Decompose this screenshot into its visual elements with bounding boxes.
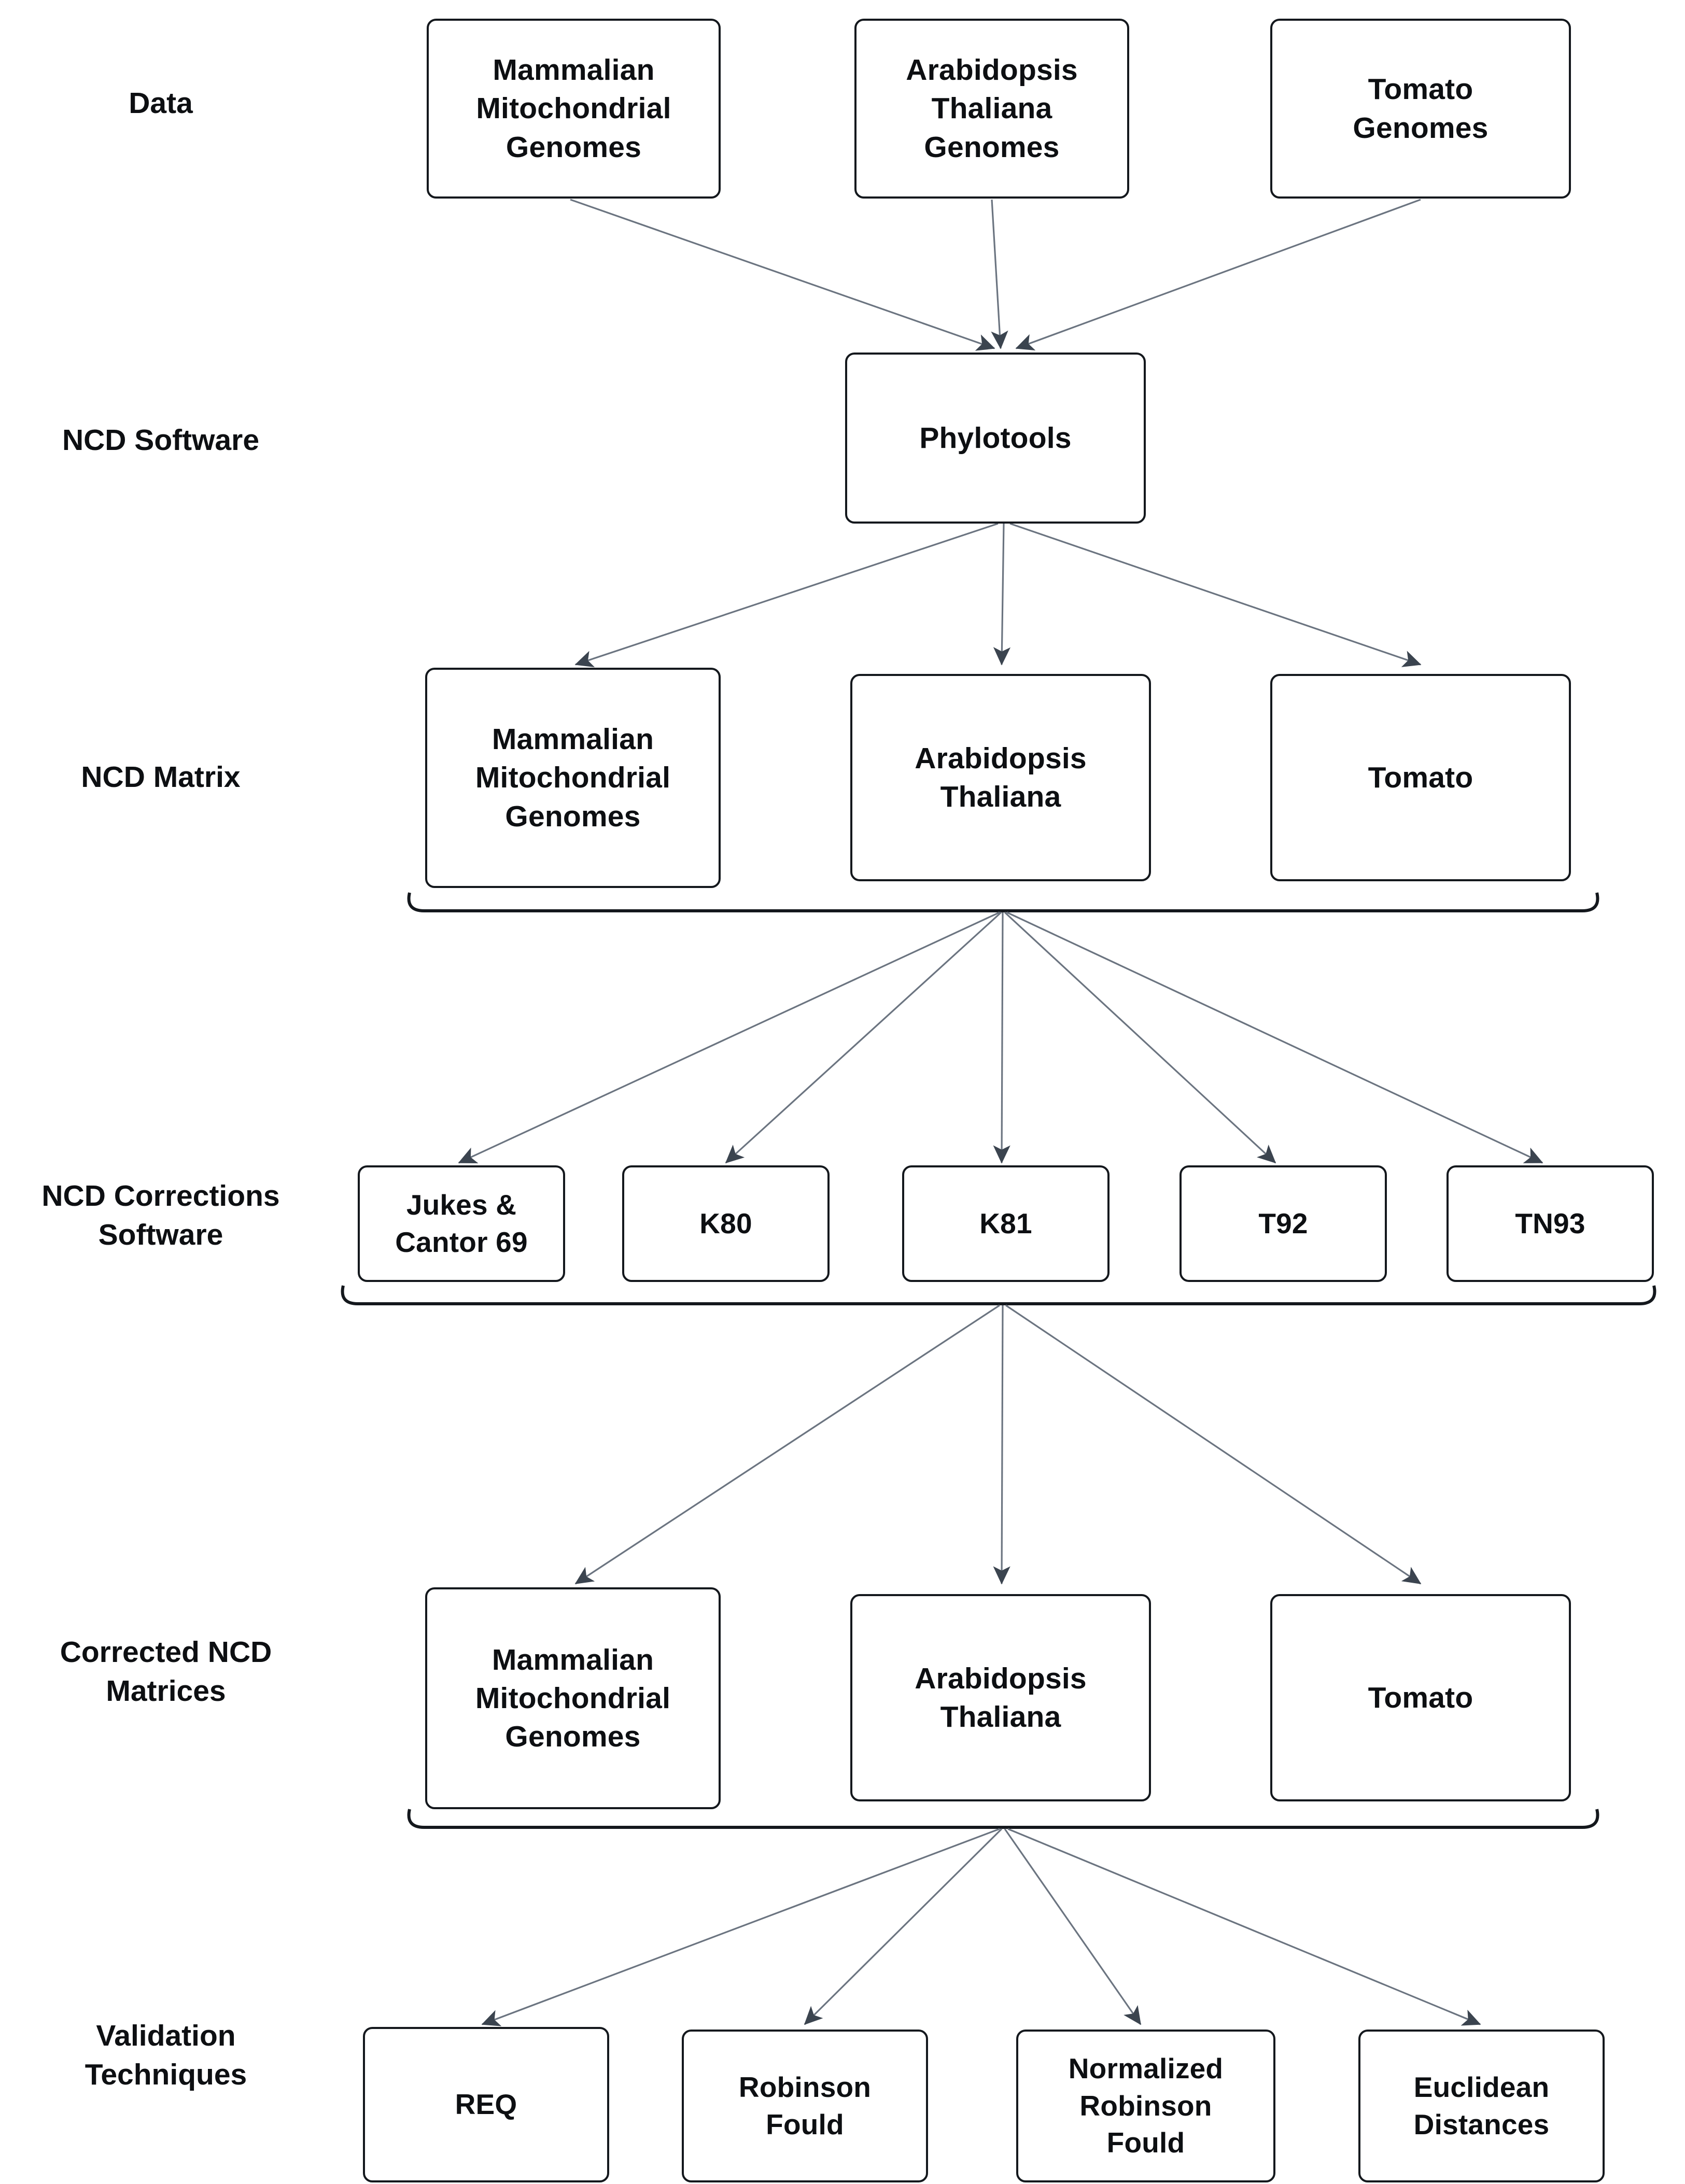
node-k80[interactable]: K80 — [622, 1165, 830, 1282]
node-data-tomato-genomes[interactable]: Tomato Genomes — [1270, 19, 1571, 199]
edges-phylotools-to-matrix — [574, 523, 1422, 668]
node-data-arabidopsis-thaliana-genomes[interactable]: Arabidopsis Thaliana Genomes — [854, 19, 1129, 199]
node-matrix-mammalian-mitochondrial-genomes[interactable]: Mammalian Mitochondrial Genomes — [425, 668, 721, 888]
node-corrected-mammalian-mitochondrial-genomes[interactable]: Mammalian Mitochondrial Genomes — [425, 1587, 721, 1809]
matrix-group-bracket — [407, 892, 1599, 912]
node-robinson-fould[interactable]: Robinson Fould — [682, 2030, 928, 2182]
edges-matrix-to-corrections — [458, 911, 1543, 1164]
corrections-group-bracket — [341, 1285, 1656, 1305]
corrected-matrices-group-bracket — [407, 1809, 1599, 1829]
node-req[interactable]: REQ — [363, 2027, 609, 2182]
node-corrected-arabidopsis-thaliana[interactable]: Arabidopsis Thaliana — [850, 1594, 1151, 1801]
row-label-validation-techniques: Validation Techniques — [85, 2019, 247, 2091]
node-matrix-arabidopsis-thaliana[interactable]: Arabidopsis Thaliana — [850, 674, 1151, 881]
node-tn93[interactable]: TN93 — [1447, 1165, 1654, 1282]
node-corrected-tomato[interactable]: Tomato — [1270, 1594, 1571, 1801]
node-matrix-tomato[interactable]: Tomato — [1270, 674, 1571, 881]
node-euclidean-distances[interactable]: Euclidean Distances — [1358, 2030, 1605, 2182]
node-normalized-robinson-fould[interactable]: Normalized Robinson Fould — [1016, 2030, 1275, 2182]
row-label-ncd-matrix: NCD Matrix — [81, 760, 241, 794]
node-k81[interactable]: K81 — [902, 1165, 1110, 1282]
node-t92[interactable]: T92 — [1180, 1165, 1387, 1282]
edges-corrected-to-validation — [481, 1828, 1481, 2026]
node-data-mammalian-mitochondrial-genomes[interactable]: Mammalian Mitochondrial Genomes — [427, 19, 721, 199]
row-label-ncd-corrections-software: NCD Corrections Software — [41, 1179, 280, 1251]
row-label-data: Data — [129, 87, 193, 120]
edges-data-to-phylotools — [570, 199, 1421, 351]
edges-corrections-to-corrected-matrices — [574, 1304, 1422, 1585]
node-phylotools[interactable]: Phylotools — [845, 353, 1146, 524]
node-jukes-cantor-69[interactable]: Jukes & Cantor 69 — [358, 1165, 565, 1282]
row-label-corrected-ncd-matrices: Corrected NCD Matrices — [60, 1635, 272, 1708]
row-label-ncd-software: NCD Software — [62, 424, 260, 457]
